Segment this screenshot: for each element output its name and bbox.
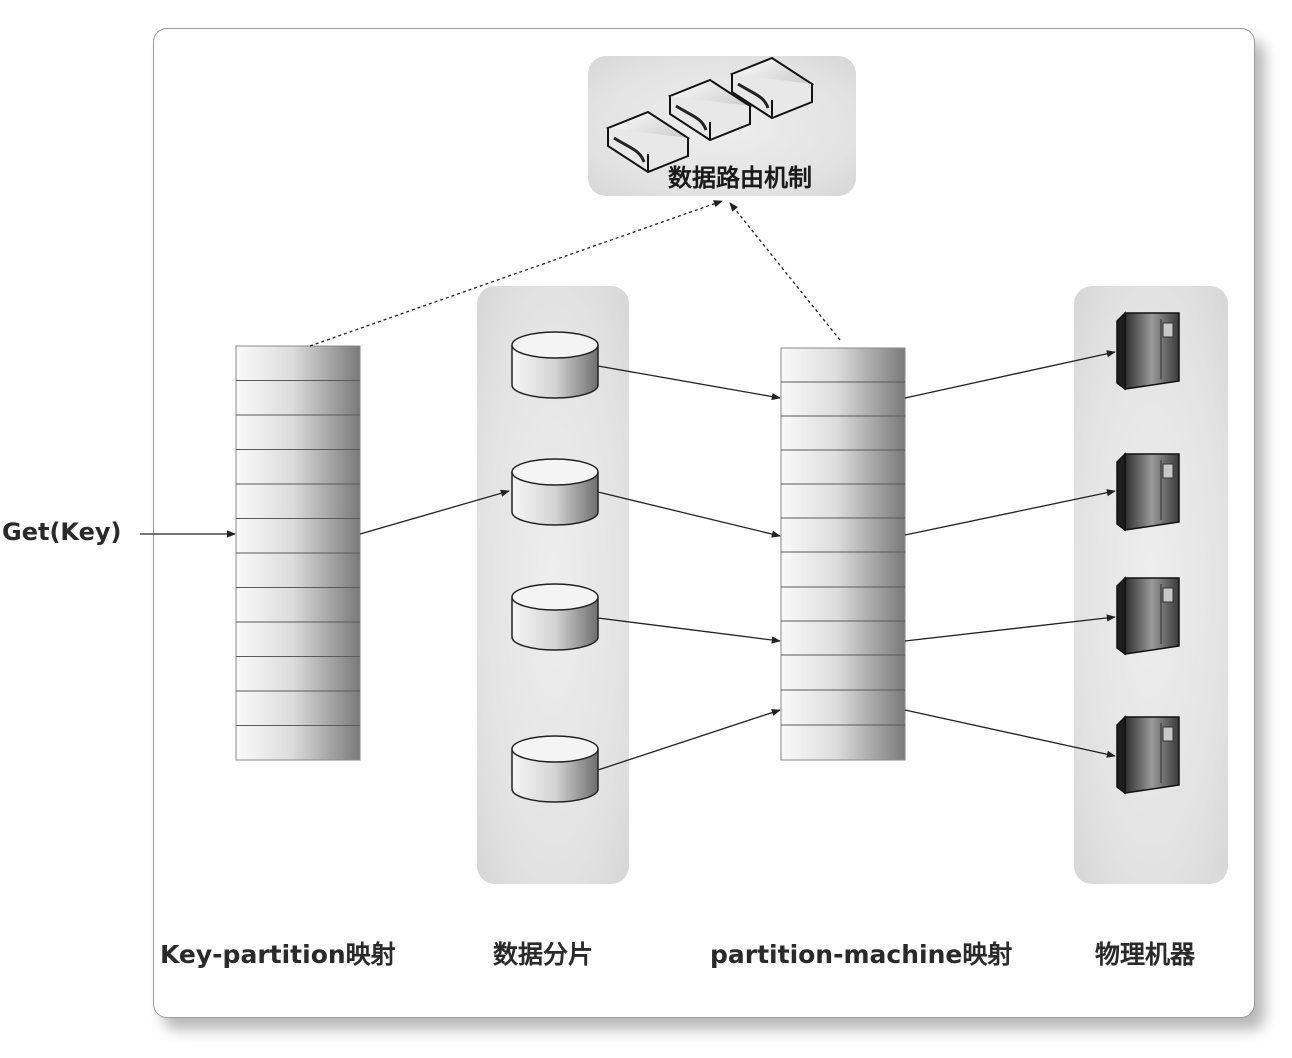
arrow-key-partition-to-shard bbox=[359, 489, 510, 535]
server-tower-icon bbox=[1116, 576, 1180, 656]
key-partition-label: Key-partition映射 bbox=[160, 940, 396, 969]
arrow-partition-machine-to-machine-2 bbox=[904, 489, 1116, 536]
get-key-label: Get(Key) bbox=[2, 518, 122, 546]
arrow-shard-3-to-partition-machine bbox=[597, 617, 781, 644]
server-stack-icon bbox=[605, 56, 815, 174]
server-tower-icon bbox=[1116, 452, 1180, 532]
partition-machine-table bbox=[780, 347, 906, 761]
router-title: 数据路由机制 bbox=[668, 164, 812, 192]
key-partition-table bbox=[235, 345, 361, 761]
partition-machine-label: partition-machine映射 bbox=[710, 940, 1013, 969]
arrow-partition-machine-to-machine-3 bbox=[904, 614, 1116, 642]
key-partition-slot-lines bbox=[236, 380, 360, 726]
machines-label: 物理机器 bbox=[1095, 940, 1196, 969]
arrow-partition-machine-to-machine-4 bbox=[904, 709, 1116, 758]
database-cylinder-icon bbox=[511, 458, 599, 526]
database-cylinder-icon bbox=[511, 331, 599, 399]
server-tower-icon bbox=[1116, 311, 1180, 391]
arrow-shard-1-to-partition-machine bbox=[597, 365, 781, 401]
shards-label: 数据分片 bbox=[493, 940, 594, 969]
database-cylinder-icon bbox=[511, 735, 599, 803]
partition-machine-slot-lines bbox=[781, 381, 905, 726]
arrow-shard-2-to-partition-machine bbox=[597, 491, 781, 538]
server-tower-icon bbox=[1116, 715, 1180, 795]
database-cylinder-icon bbox=[511, 583, 599, 651]
arrow-shard-4-to-partition-machine bbox=[597, 709, 781, 771]
dashed-arrow-key-partition-to-router bbox=[309, 200, 723, 347]
arrow-partition-machine-to-machine-1 bbox=[904, 350, 1116, 399]
dashed-arrow-partition-machine-to-router bbox=[729, 202, 841, 341]
